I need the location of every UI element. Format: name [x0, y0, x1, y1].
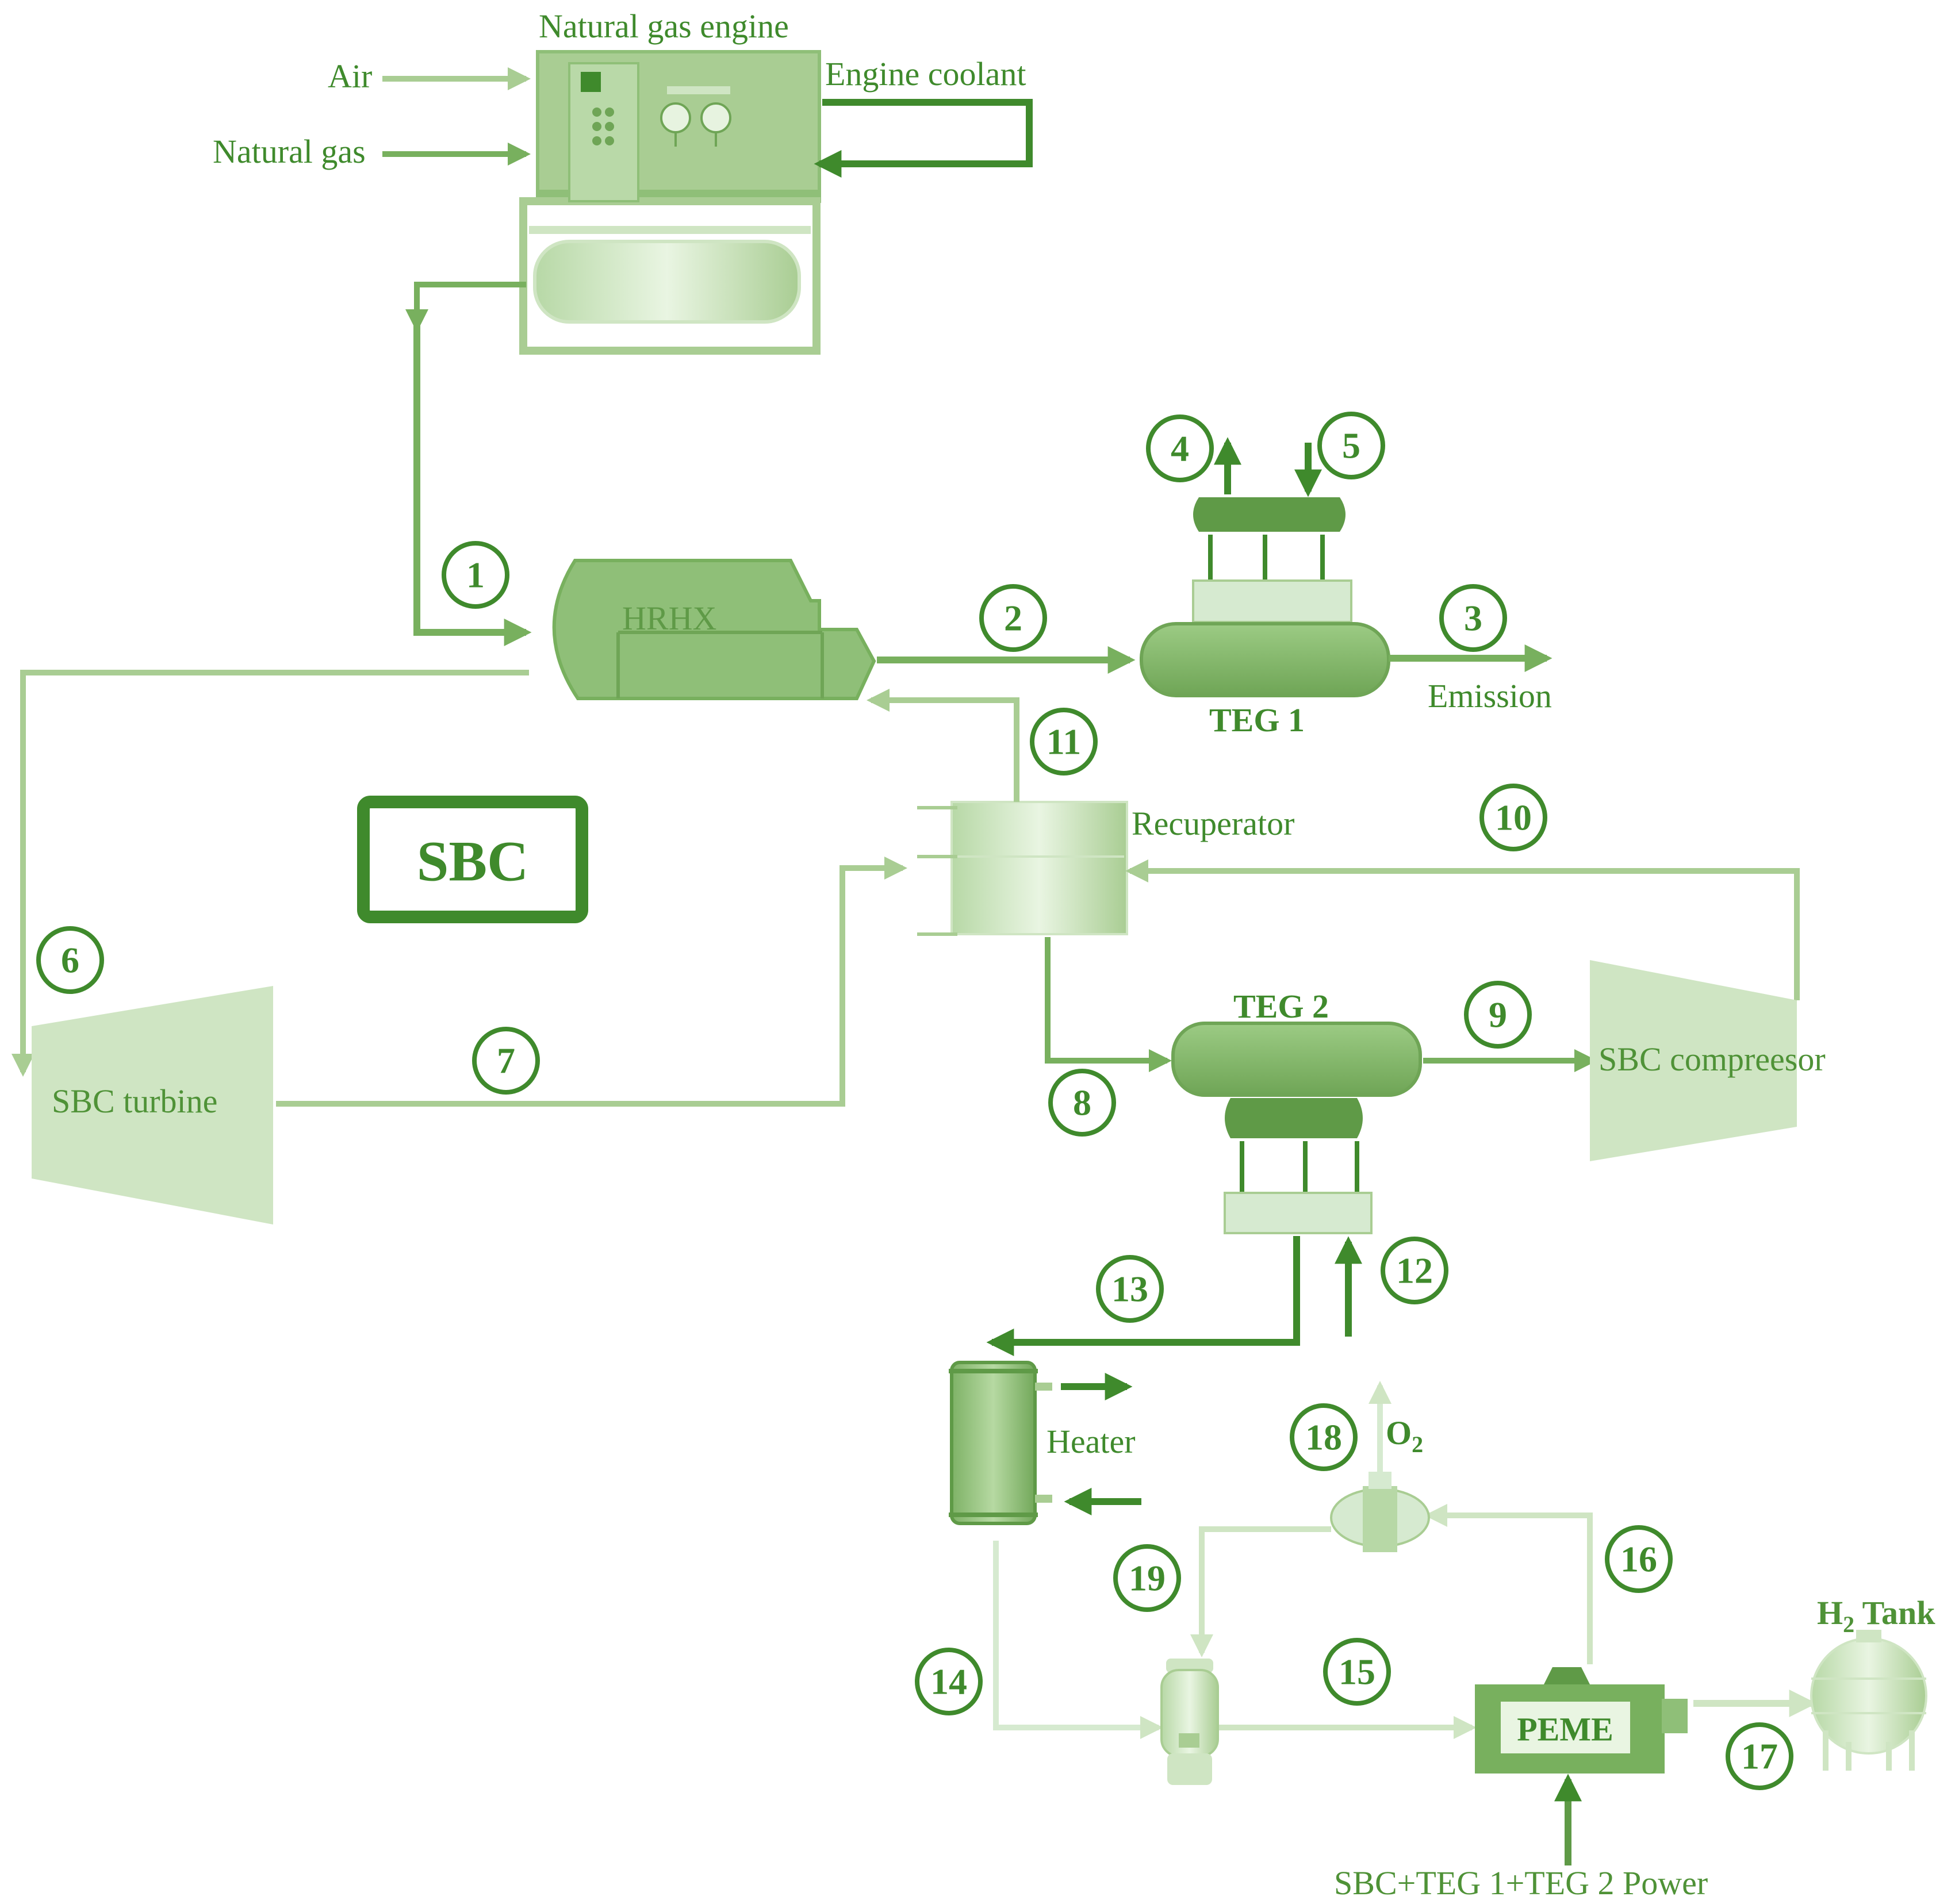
- peme-label: PEME: [1517, 1711, 1613, 1748]
- stream-badge: 15: [1323, 1638, 1391, 1706]
- stream-number: 1: [466, 555, 485, 596]
- stream-number: 5: [1342, 425, 1360, 466]
- emission-label: Emission: [1428, 677, 1552, 715]
- stream-badge: 11: [1030, 708, 1098, 776]
- stream-number: 19: [1129, 1558, 1166, 1599]
- stream-number: 13: [1111, 1269, 1148, 1310]
- stream-badge: 3: [1439, 584, 1507, 652]
- stream-number: 7: [497, 1041, 515, 1081]
- stream-number: 12: [1396, 1250, 1433, 1291]
- stream-number: 14: [930, 1661, 967, 1702]
- sbc-box-label: SBC: [417, 830, 529, 893]
- engine-coolant-label: Engine coolant: [825, 55, 1026, 93]
- stream-number: 4: [1171, 428, 1189, 469]
- teg2: [1171, 1022, 1422, 1234]
- recuperator: [917, 801, 1128, 936]
- stream-badge: 17: [1726, 1722, 1793, 1790]
- stream-number: 3: [1464, 598, 1482, 639]
- air-label: Air: [328, 57, 372, 95]
- stream-number: 15: [1339, 1652, 1375, 1692]
- sbc-box: [357, 796, 588, 923]
- stream-number: 2: [1004, 598, 1022, 639]
- heater: [949, 1361, 1052, 1525]
- teg2-label: TEG 2: [1233, 988, 1329, 1025]
- stream-badge: 12: [1381, 1237, 1448, 1304]
- sbc-compressor-label: SBC compreesor: [1598, 1041, 1826, 1078]
- heater-label: Heater: [1046, 1423, 1136, 1460]
- h2-tank: [1810, 1630, 1927, 1771]
- stream-badge: 10: [1479, 784, 1547, 851]
- stream-number: 10: [1495, 797, 1532, 838]
- stream-number: 8: [1073, 1082, 1091, 1123]
- stream-number: 11: [1046, 721, 1081, 762]
- natural-gas-engine: [519, 50, 821, 355]
- power-label: SBC+TEG 1+TEG 2 Power: [1334, 1864, 1708, 1902]
- sbc-turbine-label: SBC turbine: [52, 1082, 217, 1120]
- recuperator-label: Recuperator: [1132, 805, 1294, 842]
- stream-badge: 1: [442, 541, 509, 609]
- stream-badge: 14: [915, 1648, 983, 1715]
- h2-tank-label: H2 Tank: [1817, 1594, 1935, 1637]
- stream-badge: 18: [1290, 1403, 1358, 1471]
- stream-number: 9: [1489, 995, 1507, 1035]
- stream-badge: 19: [1113, 1544, 1181, 1612]
- stream-badge: 2: [979, 584, 1047, 652]
- oxygen-separator: [1330, 1472, 1430, 1552]
- stream-badge: 16: [1605, 1525, 1673, 1593]
- sbc-compressor: [1590, 960, 1797, 1161]
- stream-badge: 13: [1096, 1255, 1164, 1323]
- stream-number: 17: [1741, 1736, 1778, 1777]
- hrhx: [552, 559, 876, 700]
- stream-number: 18: [1305, 1417, 1342, 1458]
- sbc-turbine: [32, 986, 273, 1224]
- natural-gas-label: Natural gas: [213, 133, 366, 170]
- teg1-label: TEG 1: [1209, 701, 1305, 739]
- stream-number: 6: [61, 940, 79, 981]
- stream-badge: 4: [1146, 414, 1214, 482]
- stream-badge: 6: [36, 926, 104, 994]
- hrhx-label: HRHX: [622, 600, 716, 637]
- stream-badge: 7: [472, 1027, 540, 1095]
- stream-badge: 8: [1048, 1069, 1116, 1137]
- stream-number: 16: [1620, 1539, 1657, 1580]
- water-pump: [1160, 1659, 1219, 1785]
- teg1: [1140, 497, 1390, 697]
- engine-title: Natural gas engine: [539, 7, 789, 45]
- o2-label: O2: [1386, 1414, 1423, 1457]
- stream-badge: 5: [1317, 412, 1385, 479]
- peme: [1475, 1667, 1688, 1774]
- stream-badge: 9: [1464, 981, 1532, 1049]
